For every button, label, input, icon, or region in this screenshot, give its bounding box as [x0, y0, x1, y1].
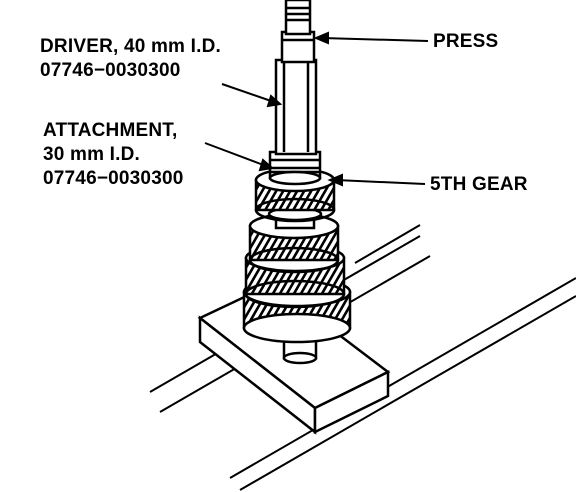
press-label: PRESS	[433, 31, 499, 52]
fifth-gear-label: 5TH GEAR	[430, 174, 528, 195]
leader-arrows	[204, 31, 429, 187]
driver-body	[274, 30, 318, 156]
press-ram	[284, 0, 312, 36]
attachment-part-number: 07746−0030300	[43, 168, 184, 189]
driver-label: DRIVER, 40 mm I.D.	[40, 36, 221, 57]
attachment-size: 30 mm I.D.	[43, 144, 141, 165]
attachment-label: ATTACHMENT,	[43, 120, 178, 141]
gear-cluster	[242, 212, 352, 344]
attachment-collar	[268, 150, 322, 186]
driver-part-number: 07746−0030300	[40, 60, 181, 81]
